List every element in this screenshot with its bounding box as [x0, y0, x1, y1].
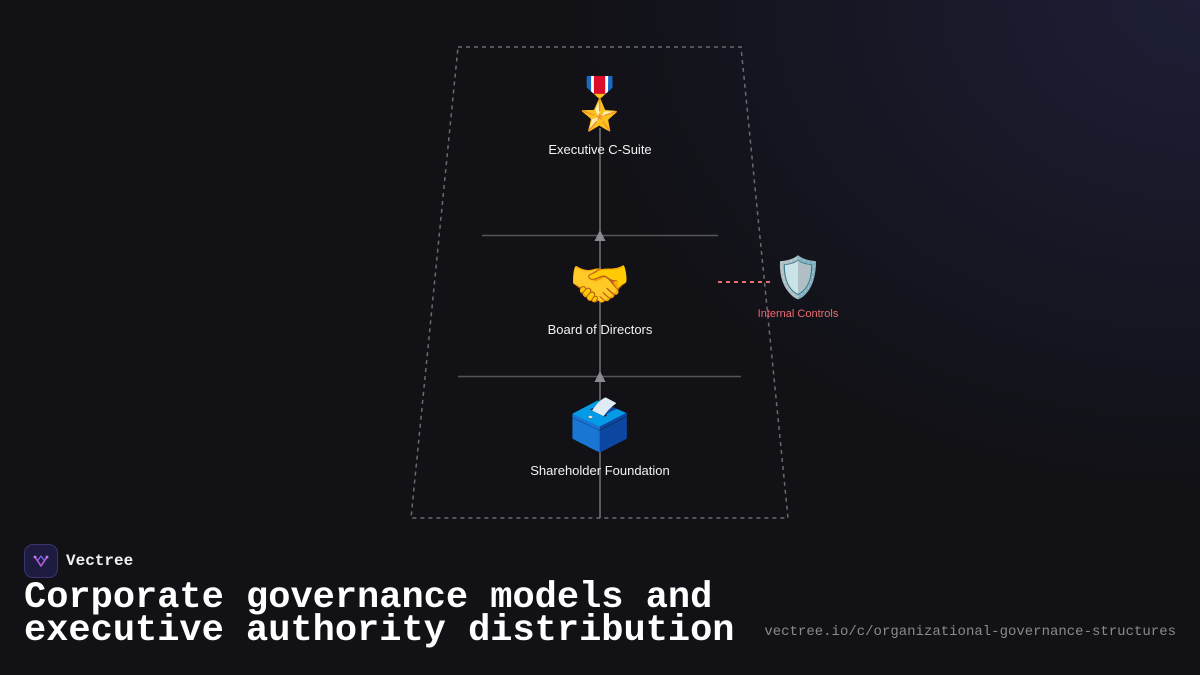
handshake-icon: 🤝: [568, 256, 632, 312]
ballot-box-icon: 🗳️: [568, 397, 632, 453]
page-url[interactable]: vectree.io/c/organizational-governance-s…: [764, 624, 1176, 640]
vectree-logo-icon: [24, 544, 58, 578]
brand[interactable]: Vectree: [24, 544, 133, 578]
arrow-up-upper: [594, 230, 606, 241]
pyramid-outline: [410, 46, 789, 519]
node-internal-controls: 🛡️ Internal Controls: [758, 254, 839, 320]
node-board-of-directors: 🤝 Board of Directors: [548, 256, 653, 337]
node-executive-c-suite: 🎖️ Executive C-Suite: [548, 76, 651, 157]
node-shareholder-foundation: 🗳️ Shareholder Foundation: [530, 397, 670, 478]
military-medal-icon: 🎖️: [568, 76, 632, 132]
arrow-up-lower: [594, 371, 606, 382]
brand-name: Vectree: [66, 552, 134, 570]
page-title: Corporate governance models and executiv…: [24, 577, 735, 652]
shield-icon: 🛡️: [773, 256, 823, 300]
node-label: Board of Directors: [547, 322, 653, 337]
node-label: Internal Controls: [757, 308, 839, 320]
node-label: Executive C-Suite: [548, 142, 652, 157]
node-label: Shareholder Foundation: [530, 463, 670, 478]
